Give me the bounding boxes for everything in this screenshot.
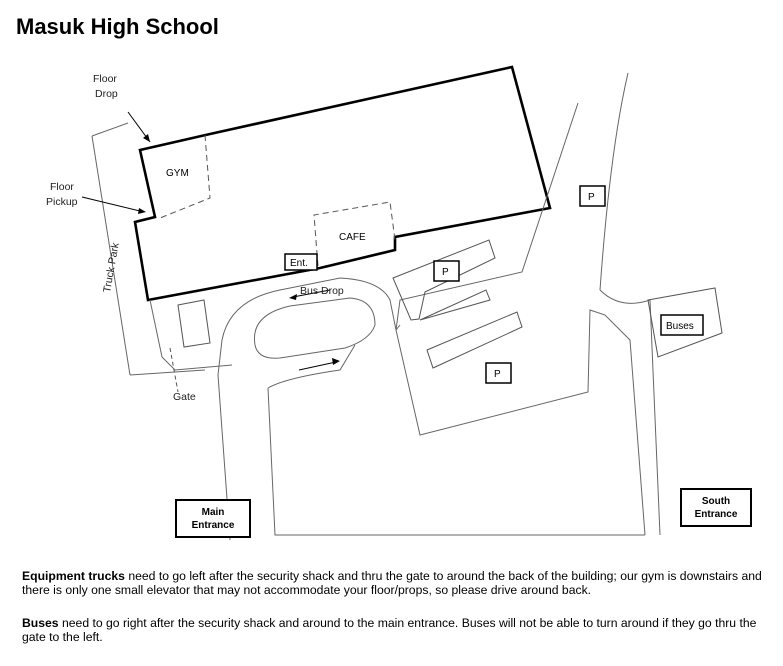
parking-strip-1 [392, 239, 496, 321]
east-road [395, 102, 646, 536]
truck-park-label: Truck Park [101, 241, 122, 293]
main-road-inner [267, 344, 356, 389]
bus-drop-loop [253, 297, 376, 359]
cafe-area [313, 201, 396, 267]
parking-box-3 [485, 362, 512, 384]
truck-park-road-inner [129, 369, 206, 376]
south-entrance-label-2: Entrance [695, 509, 738, 520]
gate-line [169, 347, 179, 393]
gym-area [159, 134, 211, 219]
main-entrance-box [175, 499, 251, 538]
bus-drop-arrow [289, 289, 331, 300]
gym-label: GYM [166, 168, 189, 179]
floor-pickup-label: Floor [50, 181, 74, 193]
parking-box-1 [579, 185, 606, 207]
bus-lot [647, 287, 723, 358]
floor-drop-label: Floor [93, 73, 117, 85]
main-entrance-label: Main [202, 507, 225, 518]
truck-park-road [91, 122, 233, 376]
main-road-lower [217, 374, 645, 541]
east-road-outer [599, 72, 661, 536]
parking-strip-3 [426, 311, 523, 369]
south-entrance-label: South [702, 496, 730, 507]
parking-label-2: P [442, 267, 449, 278]
main-entrance-label-2: Entrance [192, 520, 235, 531]
south-entrance-box [680, 488, 752, 527]
parking-strip-2 [419, 289, 491, 321]
cafe-label: CAFE [339, 232, 366, 243]
bus-drop-label: Bus Drop [300, 285, 344, 297]
floor-pickup-label-2: Pickup [46, 196, 78, 208]
main-road-outer [217, 277, 401, 376]
parking-box-2 [433, 260, 460, 282]
school-building [133, 65, 552, 302]
road-direction-arrow [298, 358, 340, 371]
page-title: Masuk High School [16, 14, 219, 39]
ent-label: Ent. [290, 258, 308, 269]
equipment-trucks-heading: Equipment trucks [22, 569, 125, 583]
equipment-trucks-text: need to go left after the security shack… [22, 569, 762, 597]
buses-note: Buses need to go right after the securit… [22, 616, 767, 644]
parking-label-1: P [588, 192, 595, 203]
buses-heading: Buses [22, 616, 59, 630]
buses-label: Buses [666, 321, 694, 332]
floor-drop-label-2: Drop [95, 88, 118, 100]
buses-text: need to go right after the security shac… [22, 616, 757, 644]
floor-pickup-arrow [81, 196, 146, 214]
parking-label-3: P [494, 369, 501, 380]
floor-drop-arrow [127, 111, 151, 143]
campus-map: Floor Drop Floor Pickup Truck Park GYM C… [46, 65, 752, 541]
gate-label: Gate [173, 391, 196, 403]
ent-box [284, 253, 318, 271]
equipment-trucks-note: Equipment trucks need to go left after t… [22, 569, 767, 597]
buses-box [660, 314, 704, 336]
small-parking [177, 299, 211, 348]
